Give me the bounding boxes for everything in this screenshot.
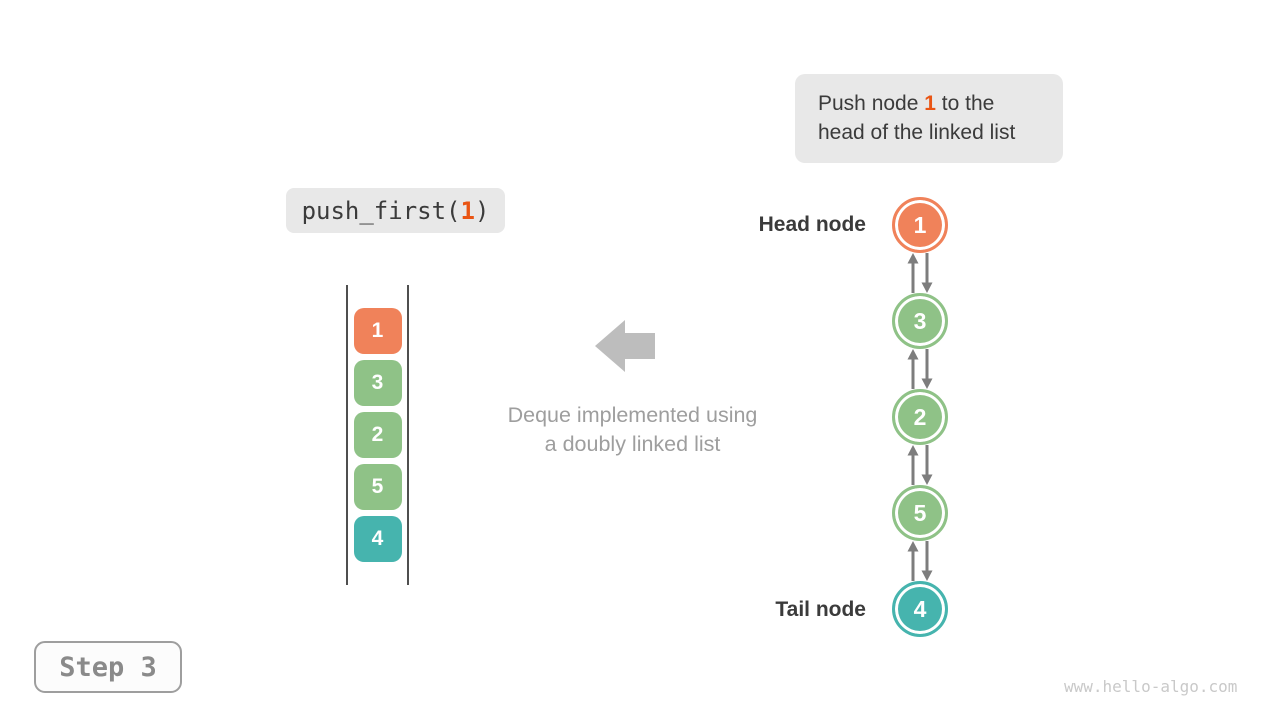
- tail-node-label: Tail node: [775, 598, 866, 621]
- code-suffix: ): [474, 196, 490, 225]
- stack-item-1: 1: [353, 308, 402, 354]
- list-node-1: 1: [892, 197, 948, 253]
- stack-item-4: 4: [353, 516, 402, 562]
- code-argument: 1: [460, 196, 475, 225]
- linked-list: 1 3 2 5 4: [892, 197, 948, 637]
- stack-item-5: 5: [353, 464, 402, 510]
- stack-item-2: 2: [353, 412, 402, 458]
- callout-highlight-value: 1: [924, 92, 936, 115]
- list-node-5: 5: [892, 485, 948, 541]
- code-chip: push_first(1): [286, 188, 505, 233]
- bidirectional-arrow-icon: [905, 349, 935, 389]
- step-badge: Step 3: [34, 641, 182, 693]
- caption: Deque implemented using a doubly linked …: [462, 401, 803, 459]
- callout-text-prefix: Push node: [818, 92, 925, 115]
- stack-item-3: 3: [353, 360, 402, 406]
- list-node-4: 4: [892, 581, 948, 637]
- stack: 1 3 2 5 4: [346, 285, 409, 585]
- caption-line1: Deque implemented using: [507, 403, 758, 427]
- head-node-label: Head node: [758, 213, 866, 236]
- left-arrow-icon: [595, 317, 655, 375]
- list-node-3: 3: [892, 293, 948, 349]
- callout-line1: Push node 1 to the: [818, 89, 1063, 118]
- bidirectional-arrow-icon: [905, 253, 935, 293]
- callout-text-suffix: to the: [935, 92, 995, 115]
- list-node-2: 2: [892, 389, 948, 445]
- watermark: www.hello-algo.com: [1064, 677, 1238, 696]
- caption-line2: a doubly linked list: [544, 432, 721, 456]
- bidirectional-arrow-icon: [905, 541, 935, 581]
- bidirectional-arrow-icon: [905, 445, 935, 485]
- callout-line2: head of the linked list: [818, 121, 1016, 144]
- code-prefix: push_first(: [301, 196, 461, 225]
- callout-box: Push node 1 to the head of the linked li…: [795, 74, 1063, 163]
